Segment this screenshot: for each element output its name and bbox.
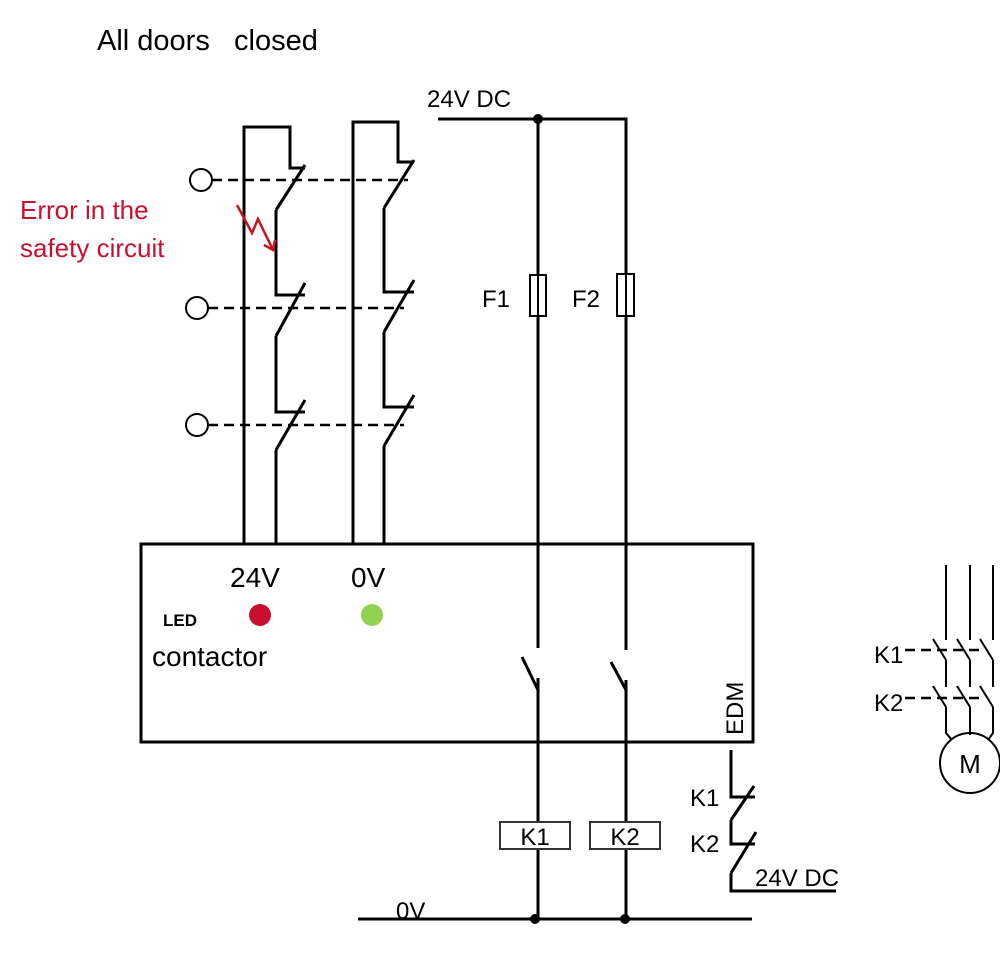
channel-0v-label: 0V xyxy=(351,562,386,593)
door-actuators xyxy=(185,168,408,437)
edm-k2-label: K2 xyxy=(690,831,719,858)
safety-relay-box: 24V 0V LED contactor EDM xyxy=(139,542,755,744)
motor-icon xyxy=(939,732,1000,794)
loop-0v-segment-2 xyxy=(382,332,414,409)
motor-label: M xyxy=(959,749,981,779)
door-contact-2-24v xyxy=(274,282,307,337)
junction-dot-k2 xyxy=(620,914,630,924)
loop-24v-segment-1 xyxy=(274,210,305,297)
door-3-actuator-icon xyxy=(185,413,209,437)
motor-k2-contact-2 xyxy=(956,685,971,708)
loop-0v-outer-wire xyxy=(351,120,414,544)
supply-24v-bus xyxy=(438,117,628,544)
junction-dot-top xyxy=(533,114,543,124)
supply-top-label: 24V DC xyxy=(427,86,511,113)
short-circuit-lightning-icon xyxy=(235,204,275,251)
motor-k1-contact-2 xyxy=(956,638,971,661)
motor-k1-contact-3 xyxy=(979,638,994,661)
led-0v-ok-icon xyxy=(361,604,383,626)
safety-loop-0v xyxy=(351,120,416,544)
coil-k2-label: K2 xyxy=(610,824,639,851)
edm-wire-bottom xyxy=(729,873,836,893)
diagram-title: All doors closed xyxy=(97,25,318,57)
coil-k1-icon xyxy=(499,821,571,850)
motor-k2-label: K2 xyxy=(874,690,903,717)
led-label: LED xyxy=(163,611,197,630)
supply-24v-dc: 24V DC F1 F2 xyxy=(427,86,635,544)
door-2-actuator-icon xyxy=(185,296,209,320)
coil-circuit: K1 K2 0V xyxy=(358,742,752,925)
coil-k2-icon xyxy=(589,821,661,850)
door-contact-2-0v xyxy=(382,279,416,333)
contactor-label: contactor xyxy=(152,641,267,672)
loop-24v-segment-2 xyxy=(274,336,305,414)
junction-dot-k1 xyxy=(530,914,540,924)
relay-box-outline xyxy=(139,542,755,744)
coil-k1-label: K1 xyxy=(520,824,549,851)
short-circuit-arrowhead-icon xyxy=(263,239,277,252)
edm-k1-label: K1 xyxy=(690,785,719,812)
fuse-f2-label: F2 xyxy=(572,286,600,313)
edm-label: EDM xyxy=(722,682,749,735)
motor-k2-contact-1 xyxy=(932,685,947,708)
edm-contact-k2 xyxy=(729,831,758,874)
bus-0v-label: 0V xyxy=(396,898,425,925)
motor-k1-label: K1 xyxy=(874,642,903,669)
door-contact-1-0v xyxy=(382,159,416,209)
error-text-line2: safety circuit xyxy=(20,233,165,263)
loop-0v-segment-1 xyxy=(382,208,414,294)
motor-circuit: M K1 K2 xyxy=(874,565,1000,794)
door-contact-3-0v xyxy=(382,394,416,447)
output-contact-1 xyxy=(520,656,540,691)
safety-loop-24v xyxy=(242,125,307,544)
edm-feedback-circuit: K1 K2 24V DC xyxy=(690,750,839,893)
led-24v-error-icon xyxy=(249,604,271,626)
door-1-actuator-icon xyxy=(189,168,213,192)
door-contact-1-24v xyxy=(274,164,307,211)
edm-contact-k1 xyxy=(729,785,756,821)
output-contact-2 xyxy=(609,661,628,691)
error-annotation: Error in the safety circuit xyxy=(20,195,277,263)
fuse-f1-label: F1 xyxy=(482,286,510,313)
channel-24v-label: 24V xyxy=(230,562,280,593)
edm-supply-label: 24V DC xyxy=(755,865,839,892)
error-text-line1: Error in the xyxy=(20,195,149,225)
loop-24v-outer-wire xyxy=(242,125,305,544)
motor-k2-contact-3 xyxy=(979,685,994,708)
